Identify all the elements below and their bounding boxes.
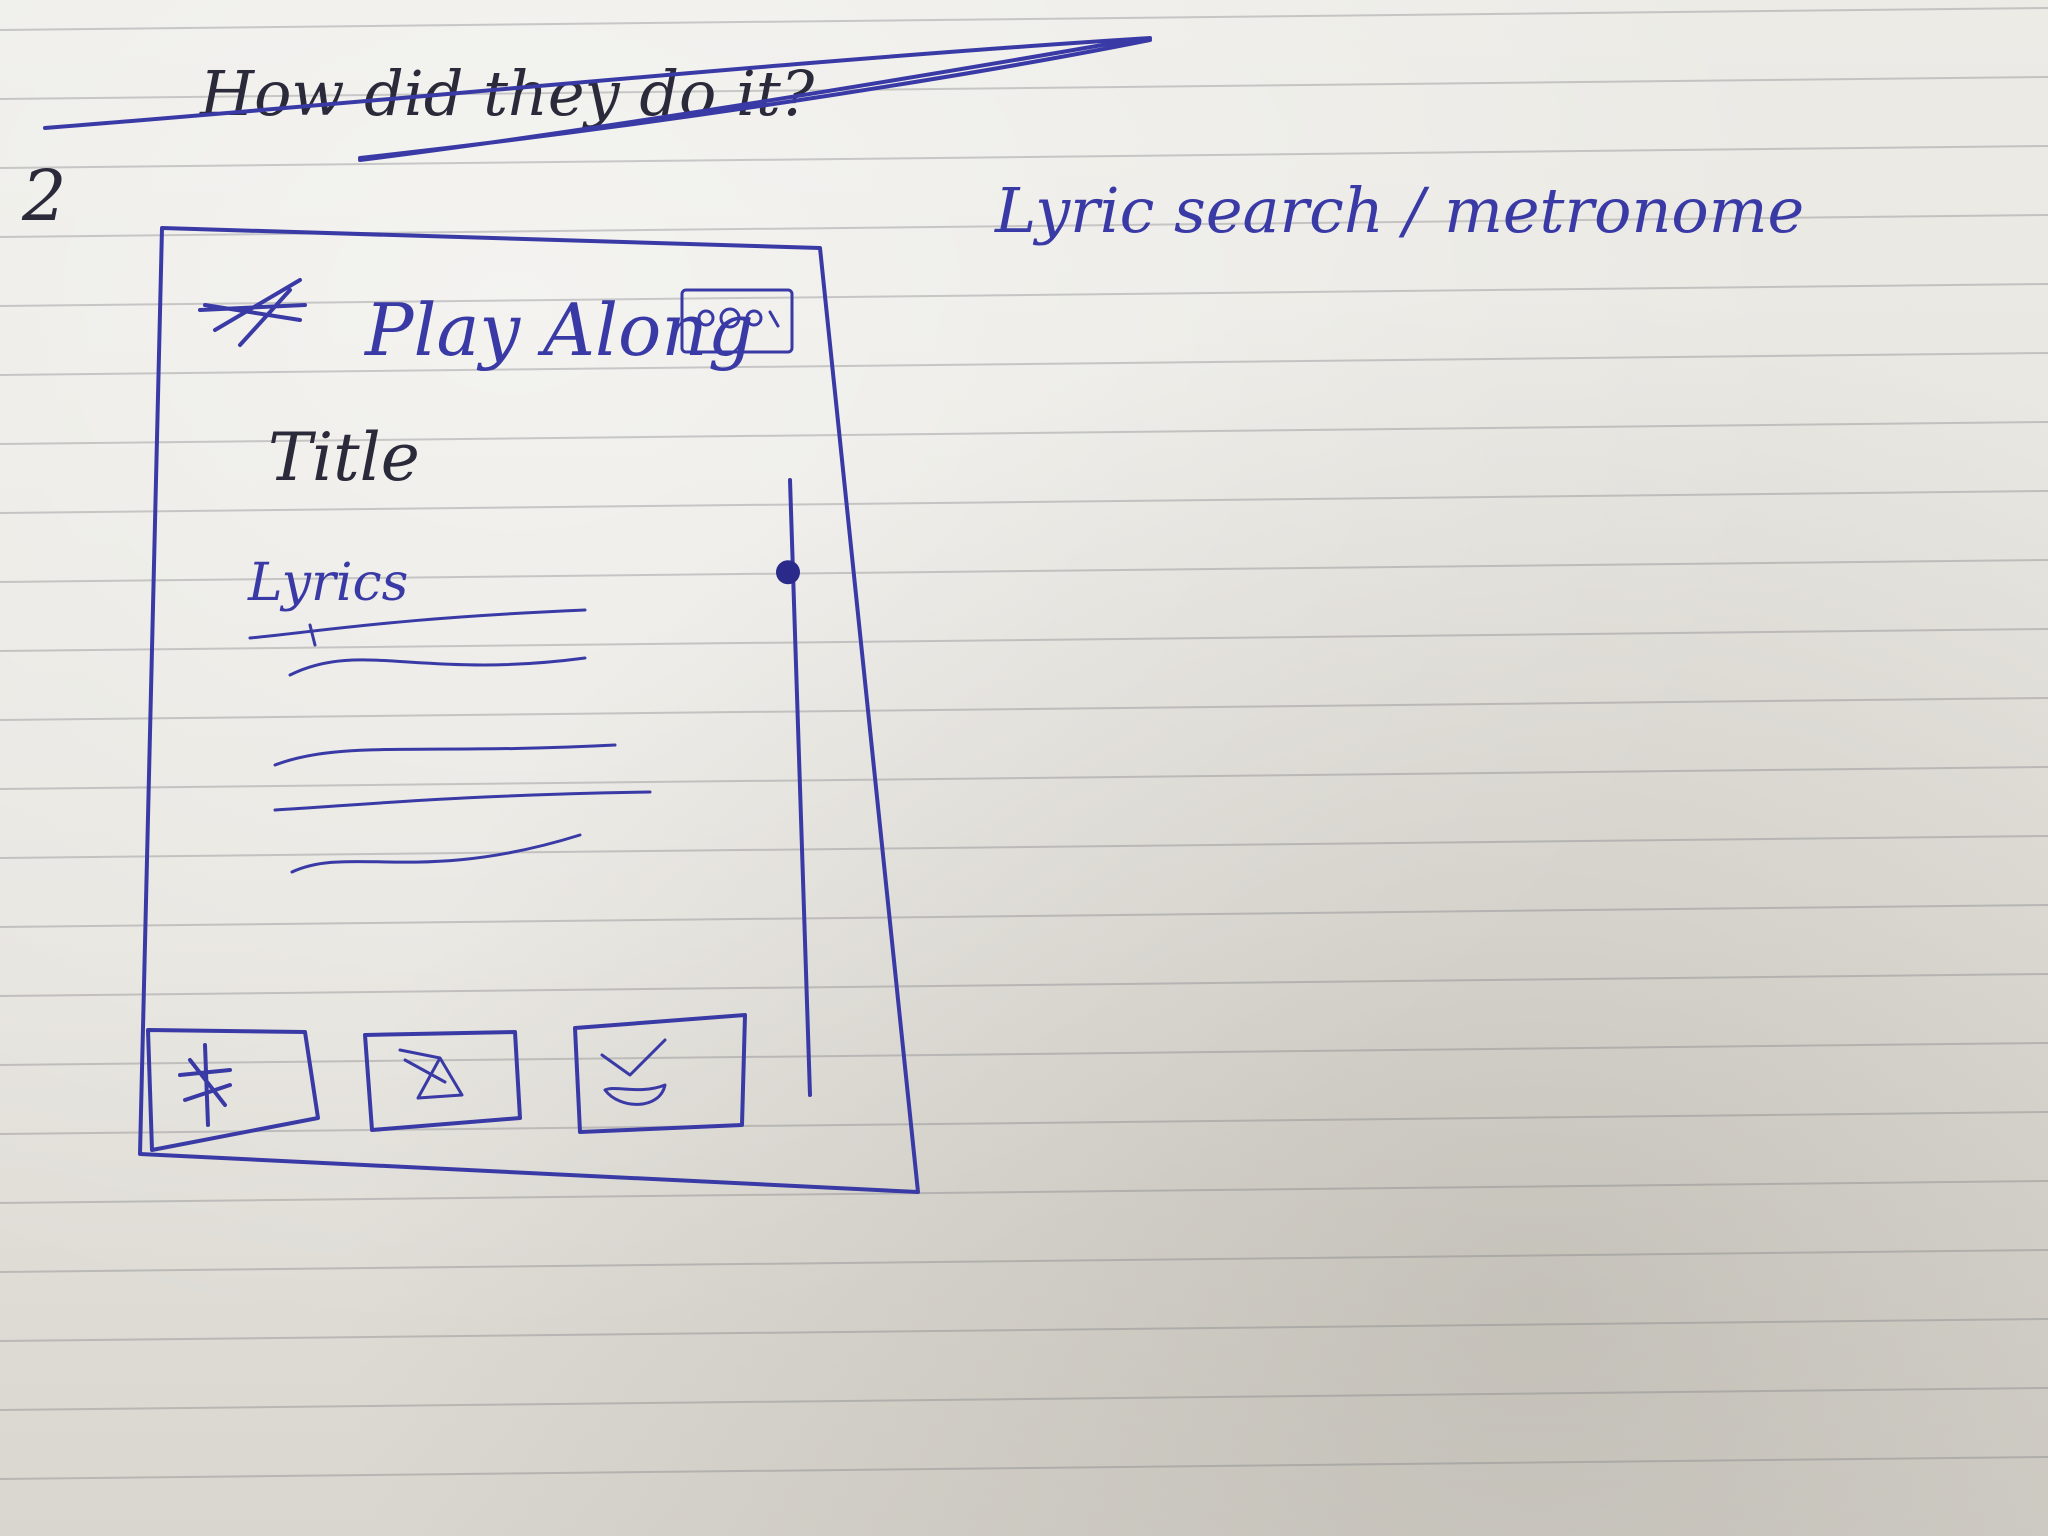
drum-icon <box>600 1038 667 1106</box>
ruled-line <box>0 1180 2048 1204</box>
ruled-line <box>0 559 2048 583</box>
ruled-line <box>0 628 2048 652</box>
ruled-line <box>0 904 2048 928</box>
app-title: Play Along <box>363 288 754 372</box>
ruled-line <box>0 490 2048 514</box>
search-box[interactable] <box>680 288 794 354</box>
bottom-button-metronome[interactable] <box>363 1030 522 1132</box>
ruled-line <box>0 1111 2048 1135</box>
ruled-line <box>0 76 2048 100</box>
ruled-line <box>0 283 2048 307</box>
lyric-line <box>273 790 652 812</box>
ruled-line <box>0 835 2048 859</box>
lyric-line <box>290 833 582 874</box>
ruled-line <box>0 7 2048 31</box>
ruled-line <box>0 145 2048 169</box>
ruled-line <box>0 973 2048 997</box>
lyric-line <box>273 743 617 767</box>
ruled-line <box>0 1042 2048 1066</box>
bottom-button-drum[interactable] <box>573 1013 747 1134</box>
lyrics-label: Lyrics <box>247 553 408 613</box>
page-number: 2 <box>21 155 67 237</box>
phone-frame <box>138 226 920 1194</box>
scroll-thumb[interactable] <box>776 560 800 585</box>
ruled-line <box>0 1456 2048 1480</box>
phone-mockup: Play Along Title Lyrics <box>138 226 920 1194</box>
lyric-line <box>308 623 317 647</box>
strike-line-1 <box>43 36 1152 130</box>
ruled-line <box>0 1387 2048 1411</box>
search-box-icon <box>697 307 780 329</box>
bottom-button-star[interactable] <box>146 1028 320 1152</box>
ruled-line <box>0 1318 2048 1342</box>
ruled-line <box>0 1249 2048 1273</box>
song-title: Title <box>268 419 420 496</box>
scrollbar[interactable] <box>776 478 812 1097</box>
side-note: Lyric search / metronome <box>994 174 1804 247</box>
ruled-line <box>0 697 2048 721</box>
lyric-line <box>248 608 587 640</box>
heading: How did they do it? <box>43 36 1152 162</box>
back-icon[interactable] <box>198 278 307 347</box>
ruled-line <box>0 766 2048 790</box>
metronome-icon <box>398 1048 464 1100</box>
lyric-line <box>288 656 587 677</box>
strike-line-2 <box>358 38 1152 162</box>
lyrics-lines <box>248 608 652 874</box>
star-icon <box>178 1043 232 1127</box>
ruled-line <box>0 352 2048 376</box>
ruled-lines <box>0 7 2048 1480</box>
ruled-line <box>0 421 2048 445</box>
heading-text: How did they do it? <box>199 57 815 130</box>
